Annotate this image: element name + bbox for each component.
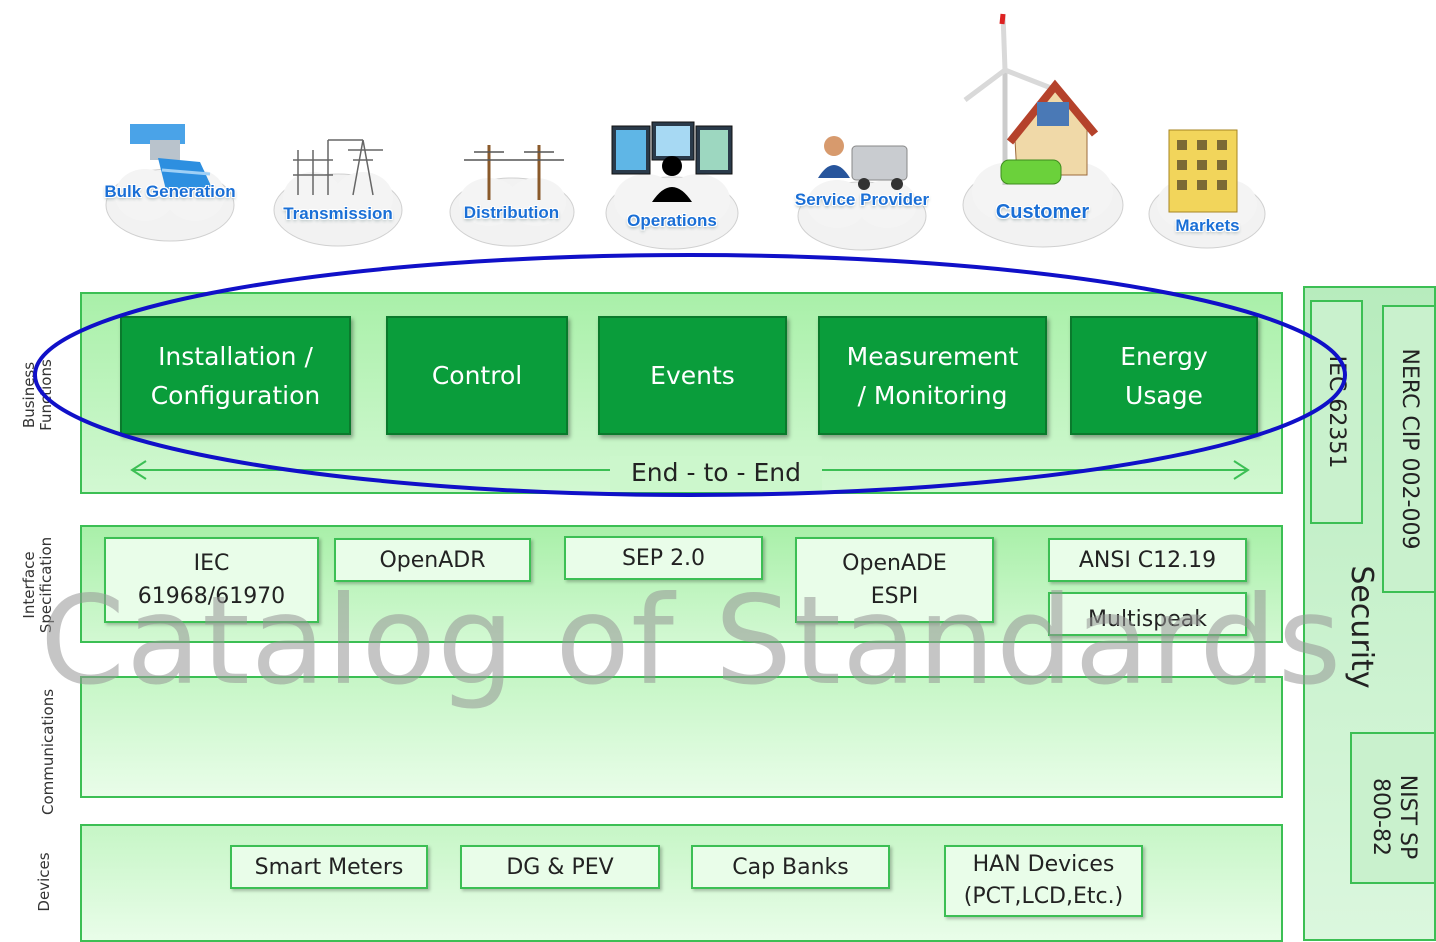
hydro-dam-icon xyxy=(105,124,235,242)
domain-service-provider: Service Provider xyxy=(792,128,932,253)
communications-layer xyxy=(80,676,1283,798)
standard-multispeak: Multispeak xyxy=(1048,592,1247,636)
device-smart-meters: Smart Meters xyxy=(230,845,428,889)
domain-bulk-generation: Bulk Generation xyxy=(100,110,240,245)
device-cap-banks: Cap Banks xyxy=(691,845,890,889)
function-installation-configuration: Installation / Configuration xyxy=(120,316,351,435)
nerc-cip-label: NERC CIP 002-009 xyxy=(1397,348,1422,550)
domain-customer: Customer xyxy=(955,10,1130,250)
domain-operations: Operations xyxy=(598,118,746,253)
domain-markets: Markets xyxy=(1145,122,1270,252)
device-dg-pev: DG & PEV xyxy=(460,845,660,889)
domain-transmission: Transmission xyxy=(268,120,408,250)
standard-openadr: OpenADR xyxy=(334,538,531,582)
function-control: Control xyxy=(386,316,568,435)
service-truck-icon xyxy=(797,136,927,251)
nist-sp-box xyxy=(1350,732,1436,884)
iec-62351-label: IEC 62351 xyxy=(1324,355,1349,469)
domain-label: Bulk Generation xyxy=(104,182,236,201)
layer-label-business-functions: Business Functions xyxy=(20,359,55,431)
standard-openade-espi: OpenADE ESPI xyxy=(795,537,994,623)
power-pole-icon xyxy=(449,145,575,247)
control-room-icon xyxy=(605,121,739,250)
domain-label: Operations xyxy=(627,211,717,230)
house-wind-turbine-icon xyxy=(962,13,1124,248)
standard-iec-61968-61970: IEC 61968/61970 xyxy=(104,537,319,623)
catalog-of-standards-watermark: Catalog of Standards xyxy=(40,570,1343,712)
domain-label: Transmission xyxy=(283,204,393,223)
function-measurement-monitoring: Measurement / Monitoring xyxy=(818,316,1047,435)
substation-icon xyxy=(273,139,403,247)
standard-ansi-c12-19: ANSI C12.19 xyxy=(1048,538,1247,582)
domain-distribution: Distribution xyxy=(444,130,579,250)
nist-sp-label: NIST SP 800-82 xyxy=(1368,774,1420,860)
domain-label: Service Provider xyxy=(794,190,930,209)
domain-label: Distribution xyxy=(463,203,560,222)
device-han-devices: HAN Devices (PCT,LCD,Etc.) xyxy=(944,845,1143,917)
standard-sep-2-0: SEP 2.0 xyxy=(564,536,763,580)
domain-label: Customer xyxy=(995,201,1090,223)
nerc-cip-box xyxy=(1382,305,1436,593)
end-to-end-label: End - to - End xyxy=(610,456,822,490)
function-events: Events xyxy=(598,316,787,435)
function-energy-usage: Energy Usage xyxy=(1070,316,1258,435)
layer-label-devices: Devices xyxy=(35,852,53,912)
building-icon xyxy=(1148,129,1266,249)
domain-label: Markets xyxy=(1175,216,1240,235)
security-title: Security xyxy=(1344,565,1379,689)
